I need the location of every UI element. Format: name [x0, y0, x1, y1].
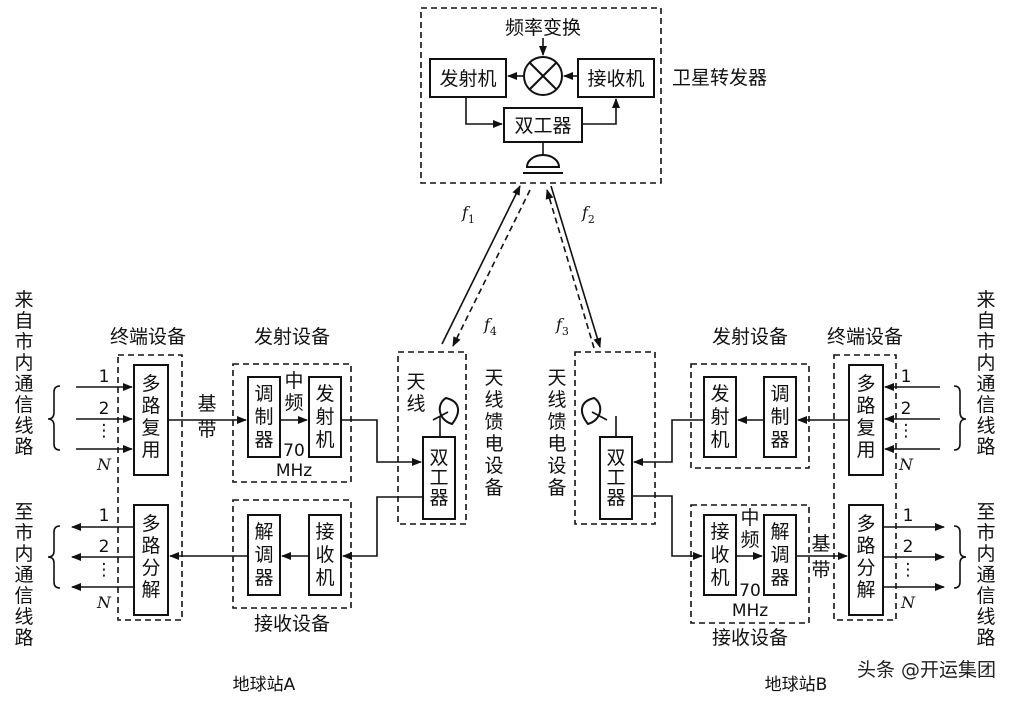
station-b-transmitter-label: 发射机: [710, 383, 729, 451]
station-a-receiver-box: [308, 514, 342, 596]
station-b-name: 地球站B: [765, 675, 828, 695]
station-a-rx-group-label: 接收设备: [254, 613, 330, 635]
station-a-in-dots: ⋮: [96, 421, 113, 441]
station-a-if-label: 中频: [284, 370, 303, 414]
station-a-out-line-n: N: [96, 593, 112, 612]
station-a-tx-group-label: 发射设备: [254, 326, 330, 348]
station-b-out-line-n: N: [900, 593, 916, 612]
station-a-transmitter-label: 发射机: [315, 383, 334, 451]
station-a-out-line-2: 2: [99, 537, 110, 557]
station-b-if-freq: 70: [739, 581, 761, 601]
station-b-tx-group: [690, 363, 810, 469]
station-a-mux-label: 多路复用: [141, 373, 160, 461]
station-a-in-line-1: 1: [99, 367, 110, 387]
downlink-f2: [550, 185, 602, 348]
station-b-receiver-box: [703, 514, 737, 596]
station-a-out-dots: ⋮: [96, 560, 113, 580]
station-a-demodulator-box: [247, 514, 281, 596]
station-b-if-label: 中频: [740, 507, 759, 551]
station-b-feed-group: [574, 351, 656, 525]
station-b-duplexer-label: 双工器: [606, 447, 625, 509]
station-a-tx-group: [232, 363, 352, 483]
station-b-receiver-label: 接收机: [710, 521, 729, 589]
watermark: 头条 @开运集团: [857, 659, 996, 681]
satellite-antenna-icon: [525, 154, 561, 168]
station-b-out-line-2: 2: [903, 537, 914, 557]
station-b-rx-group: [690, 504, 810, 624]
station-a-modulator-box: [247, 376, 281, 458]
station-b-terminal-box: [833, 354, 897, 621]
station-a-feed-label: 天线馈电设备: [484, 367, 503, 499]
station-a-incoming-lines-label: 来自市内通信线路: [14, 289, 33, 458]
station-b-demux-box: [848, 504, 884, 616]
station-a-demux-box: [133, 504, 169, 616]
satellite-receiver-label: 接收机: [587, 68, 644, 90]
station-a-antenna-label: 天线: [406, 371, 425, 415]
station-a-out-line-1: 1: [99, 506, 110, 526]
station-b-terminal-label: 终端设备: [827, 326, 903, 348]
f1-label: f1: [461, 203, 475, 226]
station-b-transmitter-box: [703, 376, 737, 458]
station-b-demodulator-label: 解调器: [770, 521, 789, 589]
f2-label: f2: [581, 203, 595, 226]
satellite-title: 卫星转发器: [672, 67, 767, 89]
station-b-demodulator-box: [763, 514, 797, 596]
station-a-demux-label: 多路分解: [141, 513, 160, 601]
station-a-duplexer-box: [422, 436, 456, 520]
station-b-demux-label: 多路分解: [856, 513, 875, 601]
station-b-in-dots: ⋮: [898, 421, 915, 441]
station-b-baseband-label: 基带: [811, 533, 830, 581]
station-a-terminal-box: [117, 354, 183, 621]
station-b-in-line-n: N: [898, 455, 914, 474]
station-a-feed-group: [397, 351, 467, 525]
station-a-receiver-label: 接收机: [315, 521, 334, 589]
station-a-if-unit: MHz: [276, 461, 312, 481]
station-a-modulator-label: 调制器: [254, 383, 273, 451]
freq-conversion-label: 频率变换: [505, 17, 581, 39]
station-a-in-line-2: 2: [99, 399, 110, 419]
f3-label: f3: [555, 315, 569, 338]
station-b-outgoing-lines-label: 至市内通信线路: [976, 501, 995, 649]
station-a-demodulator-label: 解调器: [254, 521, 273, 589]
uplink-f3: [545, 189, 595, 349]
station-a-transmitter-box: [308, 376, 342, 458]
station-a-if-freq: 70: [283, 441, 305, 461]
station-b-mux-label: 多路复用: [856, 373, 875, 461]
station-a-in-line-n: N: [96, 455, 112, 474]
station-a-antenna-icon: [438, 396, 459, 426]
station-b-tx-group-label: 发射设备: [712, 326, 788, 348]
mixer-symbol: [523, 56, 563, 96]
f4-label: f4: [483, 315, 497, 338]
satellite-transmitter-box: [429, 58, 507, 98]
station-a-name: 地球站A: [233, 675, 296, 695]
station-b-in-line-2: 2: [901, 399, 912, 419]
satellite-transponder-box: [420, 7, 662, 184]
station-b-modulator-label: 调制器: [770, 383, 789, 451]
station-a-baseband-label: 基带: [197, 393, 216, 441]
uplink-f1: [441, 185, 521, 345]
station-b-if-unit: MHz: [732, 601, 768, 621]
station-a-terminal-label: 终端设备: [110, 326, 186, 348]
station-b-out-line-1: 1: [903, 506, 914, 526]
station-b-in-line-1: 1: [901, 367, 912, 387]
downlink-f4: [452, 189, 531, 347]
station-b-rx-group-label: 接收设备: [712, 627, 788, 649]
station-b-feed-label: 天线馈电设备: [547, 367, 566, 499]
station-b-antenna-icon: [581, 396, 602, 426]
station-a-duplexer-label: 双工器: [429, 447, 448, 509]
station-b-incoming-lines-label: 来自市内通信线路: [976, 289, 995, 458]
station-b-modulator-box: [763, 376, 797, 458]
station-a-outgoing-lines-label: 至市内通信线路: [14, 501, 33, 649]
satellite-transmitter-label: 发射机: [439, 68, 496, 90]
station-b-out-dots: ⋮: [900, 560, 917, 580]
satellite-receiver-box: [577, 58, 655, 98]
satellite-duplexer-label: 双工器: [514, 115, 571, 137]
